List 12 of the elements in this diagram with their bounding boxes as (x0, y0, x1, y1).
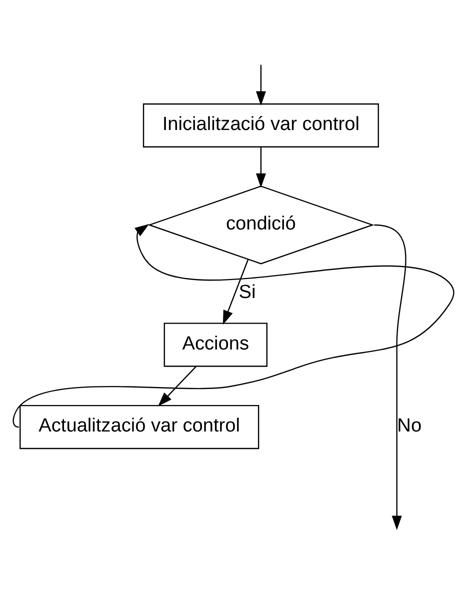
arrow (256, 64, 266, 106)
arrow (374, 224, 406, 530)
arrow (222, 258, 249, 324)
arrow (158, 366, 196, 406)
node-box: Accions (164, 322, 268, 366)
node-box: Actualització var control (20, 404, 260, 449)
node-box: Inicialització var control (142, 102, 379, 147)
edge-label: Si (238, 282, 256, 303)
arrow (12, 223, 454, 427)
edge-label: No (397, 415, 422, 436)
node-diamond: condició (148, 185, 374, 264)
arrow (256, 146, 266, 188)
